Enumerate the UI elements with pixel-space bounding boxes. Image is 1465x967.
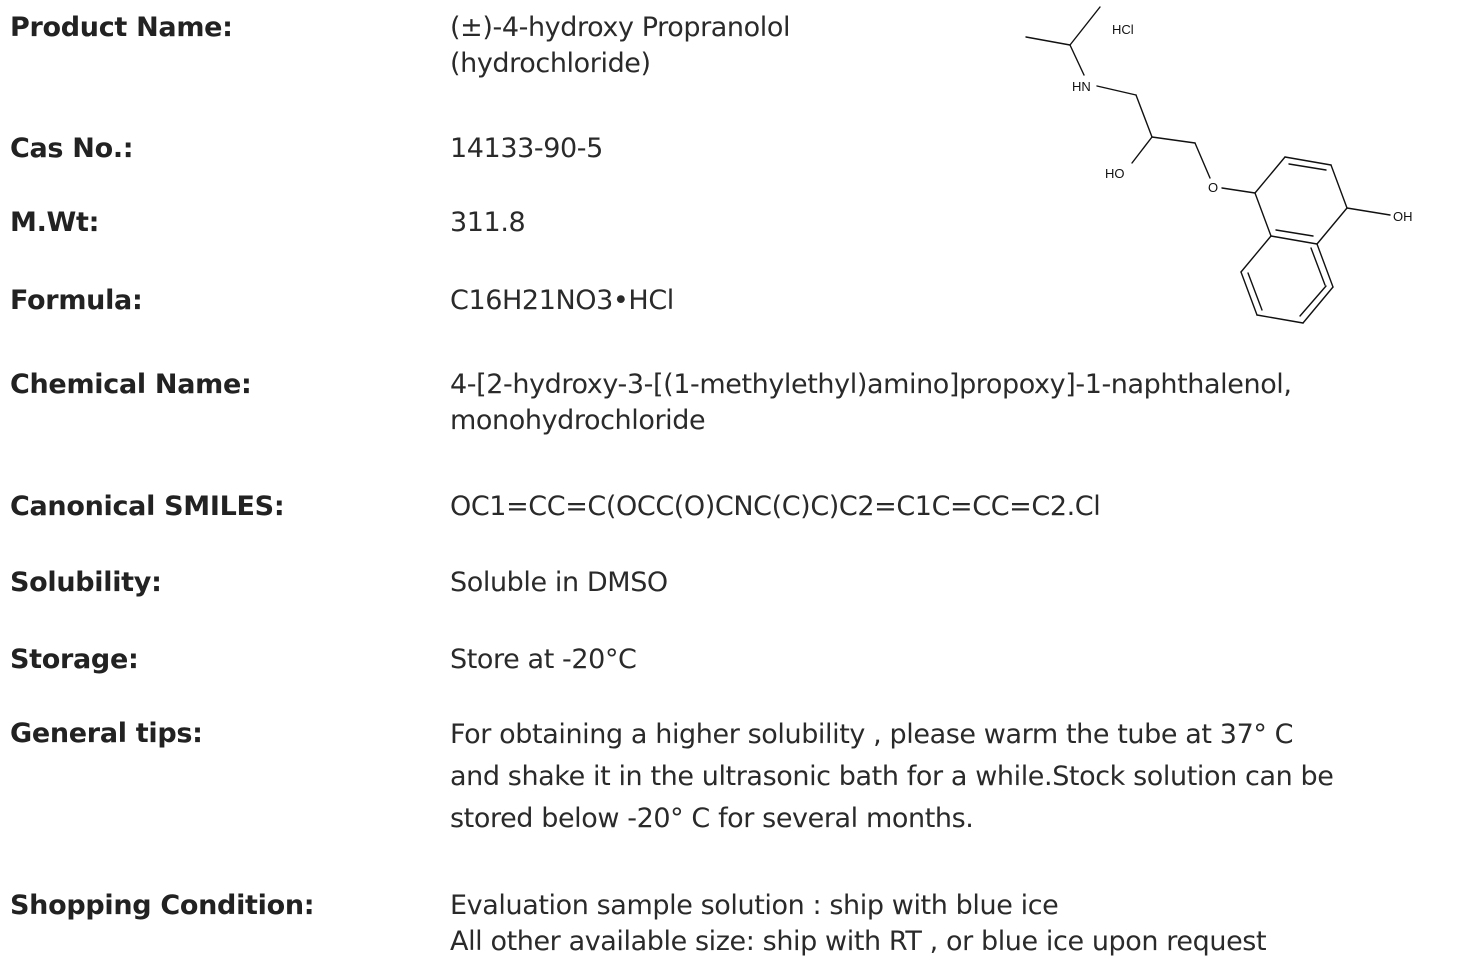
mwt-value: 311.8	[450, 207, 526, 238]
o-label: O	[1208, 180, 1218, 195]
bond	[1302, 286, 1334, 324]
bond	[1254, 156, 1286, 194]
formula-label: Formula:	[10, 285, 143, 316]
bond	[1299, 285, 1327, 317]
chemical-name-label: Chemical Name:	[10, 369, 252, 400]
bond	[1025, 36, 1071, 46]
bond	[1096, 85, 1137, 96]
formula-value: C16H21NO3•HCl	[450, 285, 674, 316]
general-tips-line-3: stored below -20° C for several months.	[450, 803, 974, 834]
bond	[1284, 156, 1332, 166]
mwt-label: M.Wt:	[10, 207, 100, 238]
bond	[1256, 314, 1304, 324]
general-tips-value: For obtaining a higher solubility , plea…	[450, 714, 1334, 840]
bond	[1135, 94, 1153, 138]
product-name-line-2: (hydrochloride)	[450, 48, 651, 79]
bond	[1275, 229, 1314, 237]
bond	[1270, 235, 1318, 245]
chemical-structure-diagram: HCl HN HO O OH	[1025, 6, 1413, 324]
cas-no-label: Cas No.:	[10, 133, 134, 164]
bond	[1346, 207, 1391, 216]
product-name-line-1: (±)-4-hydroxy Propranolol	[450, 12, 791, 43]
solubility-value: Soluble in DMSO	[450, 567, 668, 598]
storage-value: Store at -20°C	[450, 644, 637, 675]
general-tips-label: General tips:	[10, 718, 203, 749]
hcl-label: HCl	[1112, 22, 1134, 37]
shopping-condition-line-2: All other available size: ship with RT ,…	[450, 926, 1267, 957]
chemical-name-line-1: 4-[2-hydroxy-3-[(1-methylethyl)amino]pro…	[450, 369, 1292, 400]
bond	[1310, 247, 1326, 286]
shopping-condition-label: Shopping Condition:	[10, 890, 315, 921]
bond	[1221, 187, 1256, 194]
bond	[1131, 136, 1153, 164]
cas-no-value: 14133-90-5	[450, 133, 603, 164]
bond	[1254, 192, 1272, 237]
hn-label: HN	[1072, 79, 1091, 94]
general-tips-line-2: and shake it in the ultrasonic bath for …	[450, 761, 1334, 792]
bond	[1194, 142, 1211, 179]
bond	[1069, 44, 1085, 76]
product-name-value: (±)-4-hydroxy Propranolol (hydrochloride…	[450, 10, 790, 82]
bond	[1069, 6, 1101, 46]
storage-label: Storage:	[10, 644, 139, 675]
smiles-label: Canonical SMILES:	[10, 491, 285, 522]
bond	[1151, 136, 1196, 144]
shopping-condition-line-1: Evaluation sample solution : ship with b…	[450, 890, 1059, 921]
bond	[1316, 207, 1348, 245]
product-name-label: Product Name:	[10, 12, 233, 43]
bond	[1330, 164, 1348, 209]
bond	[1240, 235, 1272, 273]
smiles-value: OC1=CC=C(OCC(O)CNC(C)C)C2=C1C=CC=C2.Cl	[450, 491, 1101, 522]
chemical-name-value: 4-[2-hydroxy-3-[(1-methylethyl)amino]pro…	[450, 367, 1292, 439]
chemical-name-line-2: monohydrochloride	[450, 405, 706, 436]
bond	[1316, 243, 1334, 288]
oh-label: OH	[1393, 209, 1413, 224]
general-tips-line-1: For obtaining a higher solubility , plea…	[450, 719, 1294, 750]
ho-label: HO	[1105, 166, 1125, 181]
shopping-condition-value: Evaluation sample solution : ship with b…	[450, 888, 1267, 960]
solubility-label: Solubility:	[10, 567, 162, 598]
bond	[1247, 272, 1263, 311]
bond	[1240, 271, 1258, 316]
bond	[1288, 163, 1327, 171]
